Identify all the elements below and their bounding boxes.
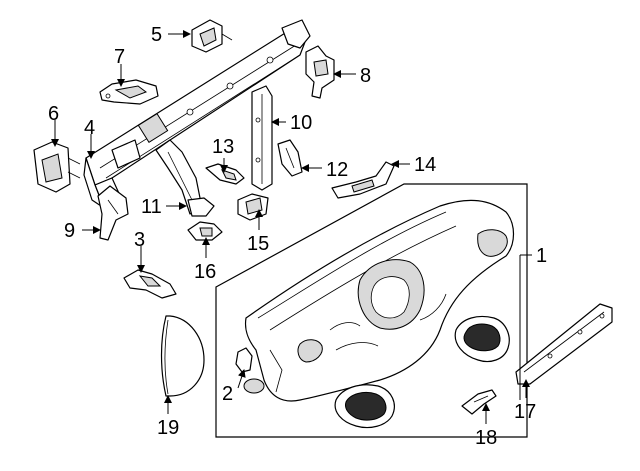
clip-bracket bbox=[277, 139, 303, 177]
callout-15: 15 bbox=[247, 233, 269, 255]
vertical-support bbox=[251, 85, 273, 191]
callout-17: 17 bbox=[514, 401, 536, 423]
right-air-outlet bbox=[454, 315, 510, 363]
callout-1: 1 bbox=[536, 245, 547, 267]
callout-18: 18 bbox=[475, 427, 497, 449]
instrument-panel bbox=[244, 199, 515, 402]
center-air-outlet bbox=[334, 384, 395, 429]
side-mount-bracket bbox=[305, 45, 335, 99]
small-strap-bracket bbox=[461, 389, 497, 415]
lower-side-bracket bbox=[97, 185, 129, 241]
lower-trim-panel bbox=[515, 303, 613, 385]
small-bracket bbox=[205, 163, 245, 185]
leader-lines bbox=[51, 30, 532, 424]
callout-5: 5 bbox=[151, 24, 162, 46]
small-mount-bracket bbox=[187, 221, 223, 241]
upper-bracket bbox=[191, 19, 233, 53]
assembly-frame bbox=[215, 183, 528, 438]
callout-13: 13 bbox=[212, 136, 234, 158]
side-bracket bbox=[33, 141, 81, 193]
callout-2: 2 bbox=[222, 383, 233, 405]
callout-9: 9 bbox=[64, 220, 75, 242]
center-support-brace bbox=[155, 139, 215, 217]
callout-14: 14 bbox=[414, 154, 436, 176]
callout-10: 10 bbox=[290, 112, 312, 134]
end-cover bbox=[160, 315, 205, 397]
beam-bracket bbox=[99, 79, 159, 105]
callout-12: 12 bbox=[326, 159, 348, 181]
callout-labels: 1 2 3 4 5 6 7 8 9 10 11 12 13 14 15 16 1… bbox=[48, 24, 547, 449]
mount-bracket bbox=[237, 193, 269, 221]
callout-8: 8 bbox=[360, 65, 371, 87]
callout-19: 19 bbox=[157, 417, 179, 439]
callout-3: 3 bbox=[134, 229, 145, 251]
callout-11: 11 bbox=[141, 196, 162, 218]
small-clip bbox=[235, 347, 265, 394]
callout-4: 4 bbox=[84, 117, 95, 139]
callout-7: 7 bbox=[114, 46, 125, 68]
floor-bracket bbox=[123, 269, 177, 299]
callout-6: 6 bbox=[48, 103, 59, 125]
callout-16: 16 bbox=[194, 261, 216, 283]
